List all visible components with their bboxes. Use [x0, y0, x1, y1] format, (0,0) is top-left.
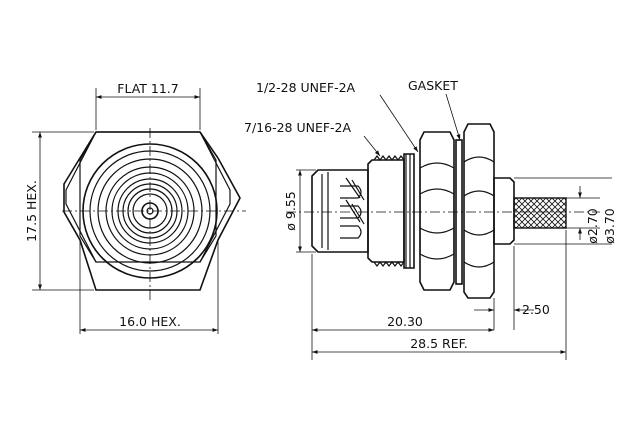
gasket-label: GASKET [408, 78, 458, 93]
diameter-large-label: ø3.70 [602, 208, 617, 244]
dim-2-50-label: 2.50 [522, 302, 550, 317]
thread-inner-label: 7/16-28 UNEF-2A [244, 120, 352, 135]
hex-nut [419, 131, 455, 291]
dim-20-30-label: 20.30 [387, 314, 423, 329]
thread-outer-label: 1/2-28 UNEF-2A [256, 80, 356, 95]
flange-hex [463, 123, 495, 299]
diameter-small-label: ø2.70 [585, 208, 600, 244]
connector-body [311, 169, 369, 253]
front-view: FLAT 11.7 17.5 HEX. 16.0 HEX. [24, 81, 246, 334]
hex-width-label: 16.0 HEX. [119, 314, 181, 329]
dim-28-5-label: 28.5 REF. [410, 336, 468, 351]
knurled-tail [513, 197, 567, 229]
hex-height-label: 17.5 HEX. [24, 180, 39, 242]
side-view: 1/2-28 UNEF-2A 7/16-28 UNEF-2A GASKET ø … [244, 78, 617, 360]
diameter-body-label: ø 9.55 [283, 191, 298, 230]
flat-label: FLAT 11.7 [117, 81, 178, 96]
